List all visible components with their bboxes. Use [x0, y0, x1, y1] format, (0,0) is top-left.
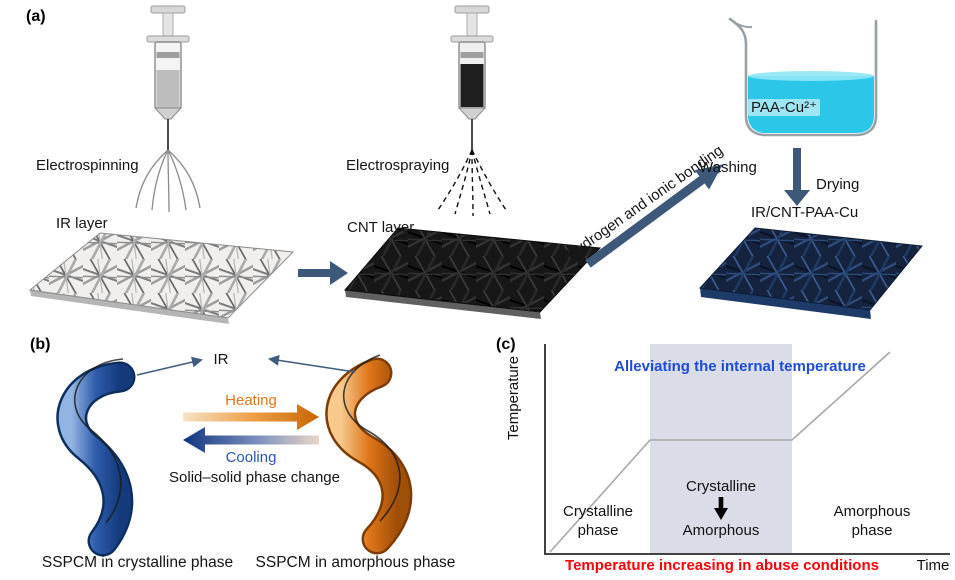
- product-label: IR/CNT-PAA-Cu: [751, 204, 859, 221]
- crystalline-filament: [73, 358, 124, 524]
- product-mat: [698, 227, 923, 319]
- electrospinning-label: Electrospinning: [36, 157, 139, 174]
- x-axis-label: Time: [917, 557, 950, 574]
- cnt-mat-edge: [345, 290, 541, 319]
- syringe-plunger-rod: [162, 12, 174, 39]
- plot-axes: [544, 344, 950, 555]
- ir-mat-face: [28, 232, 295, 319]
- arrow-head: [330, 261, 348, 285]
- transition-to: Amorphous: [683, 522, 760, 539]
- cooling-arrow: [183, 427, 319, 453]
- syringe-seal: [460, 52, 484, 58]
- ir-pointer-left: [136, 356, 203, 376]
- jet-fibers: [135, 149, 201, 213]
- panel-b-graphics: [56, 354, 413, 557]
- ir-mat-edge: [30, 290, 229, 324]
- syringe-solution: [156, 70, 180, 107]
- left-region-line1: Crystalline: [563, 503, 633, 520]
- y-axis-label: Temperature: [505, 356, 522, 440]
- electrospraying-syringe: [450, 5, 494, 152]
- arrow-shaft: [298, 269, 330, 277]
- cnt-mat-face: [344, 227, 602, 313]
- ir-pointer-right: [268, 354, 356, 373]
- cnt-layer-label: CNT layer: [347, 219, 415, 236]
- plot-caption: Temperature increasing in abuse conditio…: [565, 557, 879, 574]
- electrospraying-label: Electrospraying: [346, 157, 450, 174]
- bonding-arrow-line: [585, 164, 723, 268]
- panel-c-plot: Alleviating the internal temperature Tem…: [505, 344, 950, 574]
- drying-arrow: [784, 148, 810, 206]
- product-mat-face: [698, 227, 923, 311]
- panel-a-label: (a): [26, 8, 46, 25]
- syringe-plunger-handle: [150, 5, 186, 14]
- arrow-shaft: [793, 148, 801, 190]
- right-region-line1: Amorphous: [834, 503, 911, 520]
- right-region-line2: phase: [852, 522, 893, 539]
- syringe-nozzle: [153, 107, 183, 120]
- panel-c-label: (c): [496, 336, 516, 353]
- syringe-flange: [450, 35, 494, 43]
- phase-change-label: Solid–solid phase change: [169, 469, 340, 486]
- cooling-label: Cooling: [225, 449, 277, 466]
- transition-arrow: [714, 497, 728, 520]
- beaker-outline: [728, 17, 878, 137]
- heating-arrow: [183, 404, 319, 430]
- ir-layer-label: IR layer: [56, 215, 108, 232]
- temperature-curve: [549, 351, 891, 553]
- beaker: [728, 17, 878, 137]
- electrospinning-syringe: [146, 5, 190, 152]
- ir-layer-mat: [28, 232, 295, 324]
- syringe-cnt-ink: [460, 64, 484, 107]
- amorphous-tube: [325, 354, 413, 555]
- cnt-layer-mat: [344, 227, 602, 319]
- beaker-spout: [729, 18, 753, 29]
- amorphous-caption: SSPCM in amorphous phase: [255, 554, 456, 571]
- syringe-nozzle: [457, 107, 487, 120]
- process-arrow-1: [298, 261, 348, 285]
- beaker-liquid-surface: [748, 71, 874, 81]
- arrow-head: [784, 190, 810, 206]
- crystalline-caption: SSPCM in crystalline phase: [41, 554, 234, 571]
- electrospinning-jet: [135, 149, 201, 213]
- ir-label: IR: [213, 351, 229, 368]
- syringe-plunger-handle: [454, 5, 490, 14]
- washing-label: Washing: [699, 159, 757, 176]
- crystalline-tube: [56, 358, 136, 557]
- syringe-seal: [156, 52, 180, 58]
- heating-label: Heating: [225, 392, 277, 409]
- syringe-plunger-rod: [466, 12, 478, 39]
- transition-from: Crystalline: [686, 478, 756, 495]
- left-region-line2: phase: [578, 522, 619, 539]
- product-mat-edge: [700, 288, 871, 319]
- drying-label: Drying: [816, 176, 860, 193]
- panel-b-label: (b): [30, 336, 51, 353]
- plot-title: Alleviating the internal temperature: [614, 358, 866, 375]
- amorphous-filament: [343, 354, 401, 522]
- bonding-arrow: [585, 164, 723, 268]
- beaker-solution-label: PAA-Cu²⁺: [748, 99, 820, 117]
- syringe-flange: [146, 35, 190, 43]
